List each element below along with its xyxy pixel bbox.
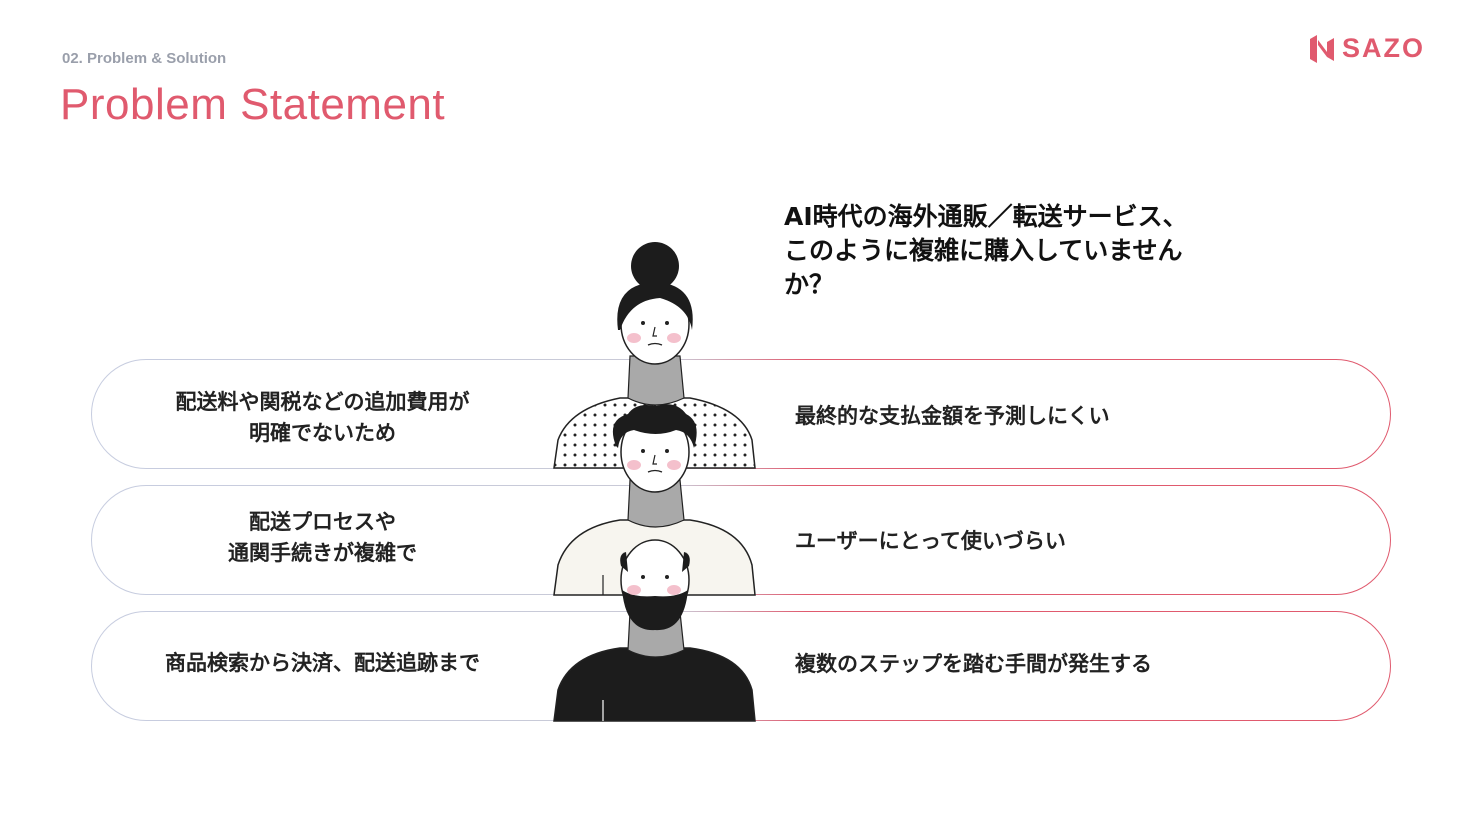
- question-line-2: このように複雑に購入していません: [784, 236, 1183, 265]
- page-title: Problem Statement: [60, 80, 446, 129]
- problem-cause-1-line-1: 配送料や関税などの追加費用が: [175, 390, 470, 414]
- problem-cause-1-line-2: 明確でないため: [249, 421, 396, 445]
- question-line-1: AI時代の海外通販／転送サービス、: [784, 202, 1188, 231]
- problem-cause-2: 配送プロセスや 通関手続きが複雑で: [150, 507, 495, 569]
- sazo-logo-icon: [1310, 34, 1334, 63]
- problem-cause-1: 配送料や関税などの追加費用が 明確でないため: [150, 387, 495, 449]
- brand-logo: SAZO: [1308, 33, 1425, 64]
- problem-effect-2: ユーザーにとって使いづらい: [795, 529, 1066, 553]
- question-line-3: か？: [784, 270, 835, 299]
- question-heading: AI時代の海外通販／転送サービス、 このように複雑に購入していません か？: [784, 200, 1254, 302]
- problem-cause-3: 商品検索から決済、配送追跡まで: [150, 648, 495, 679]
- problem-cause-2-line-2: 通関手続きが複雑で: [228, 541, 417, 565]
- brand-name: SAZO: [1342, 33, 1426, 63]
- problem-effect-1: 最終的な支払金額を予測しにくい: [795, 404, 1110, 428]
- section-label: 02. Problem & Solution: [62, 50, 227, 67]
- problem-effect-3: 複数のステップを踏む手間が発生する: [795, 652, 1152, 676]
- problem-cause-2-line-1: 配送プロセスや: [249, 510, 396, 534]
- problem-cause-3-line-1: 商品検索から決済、配送追跡まで: [165, 651, 480, 675]
